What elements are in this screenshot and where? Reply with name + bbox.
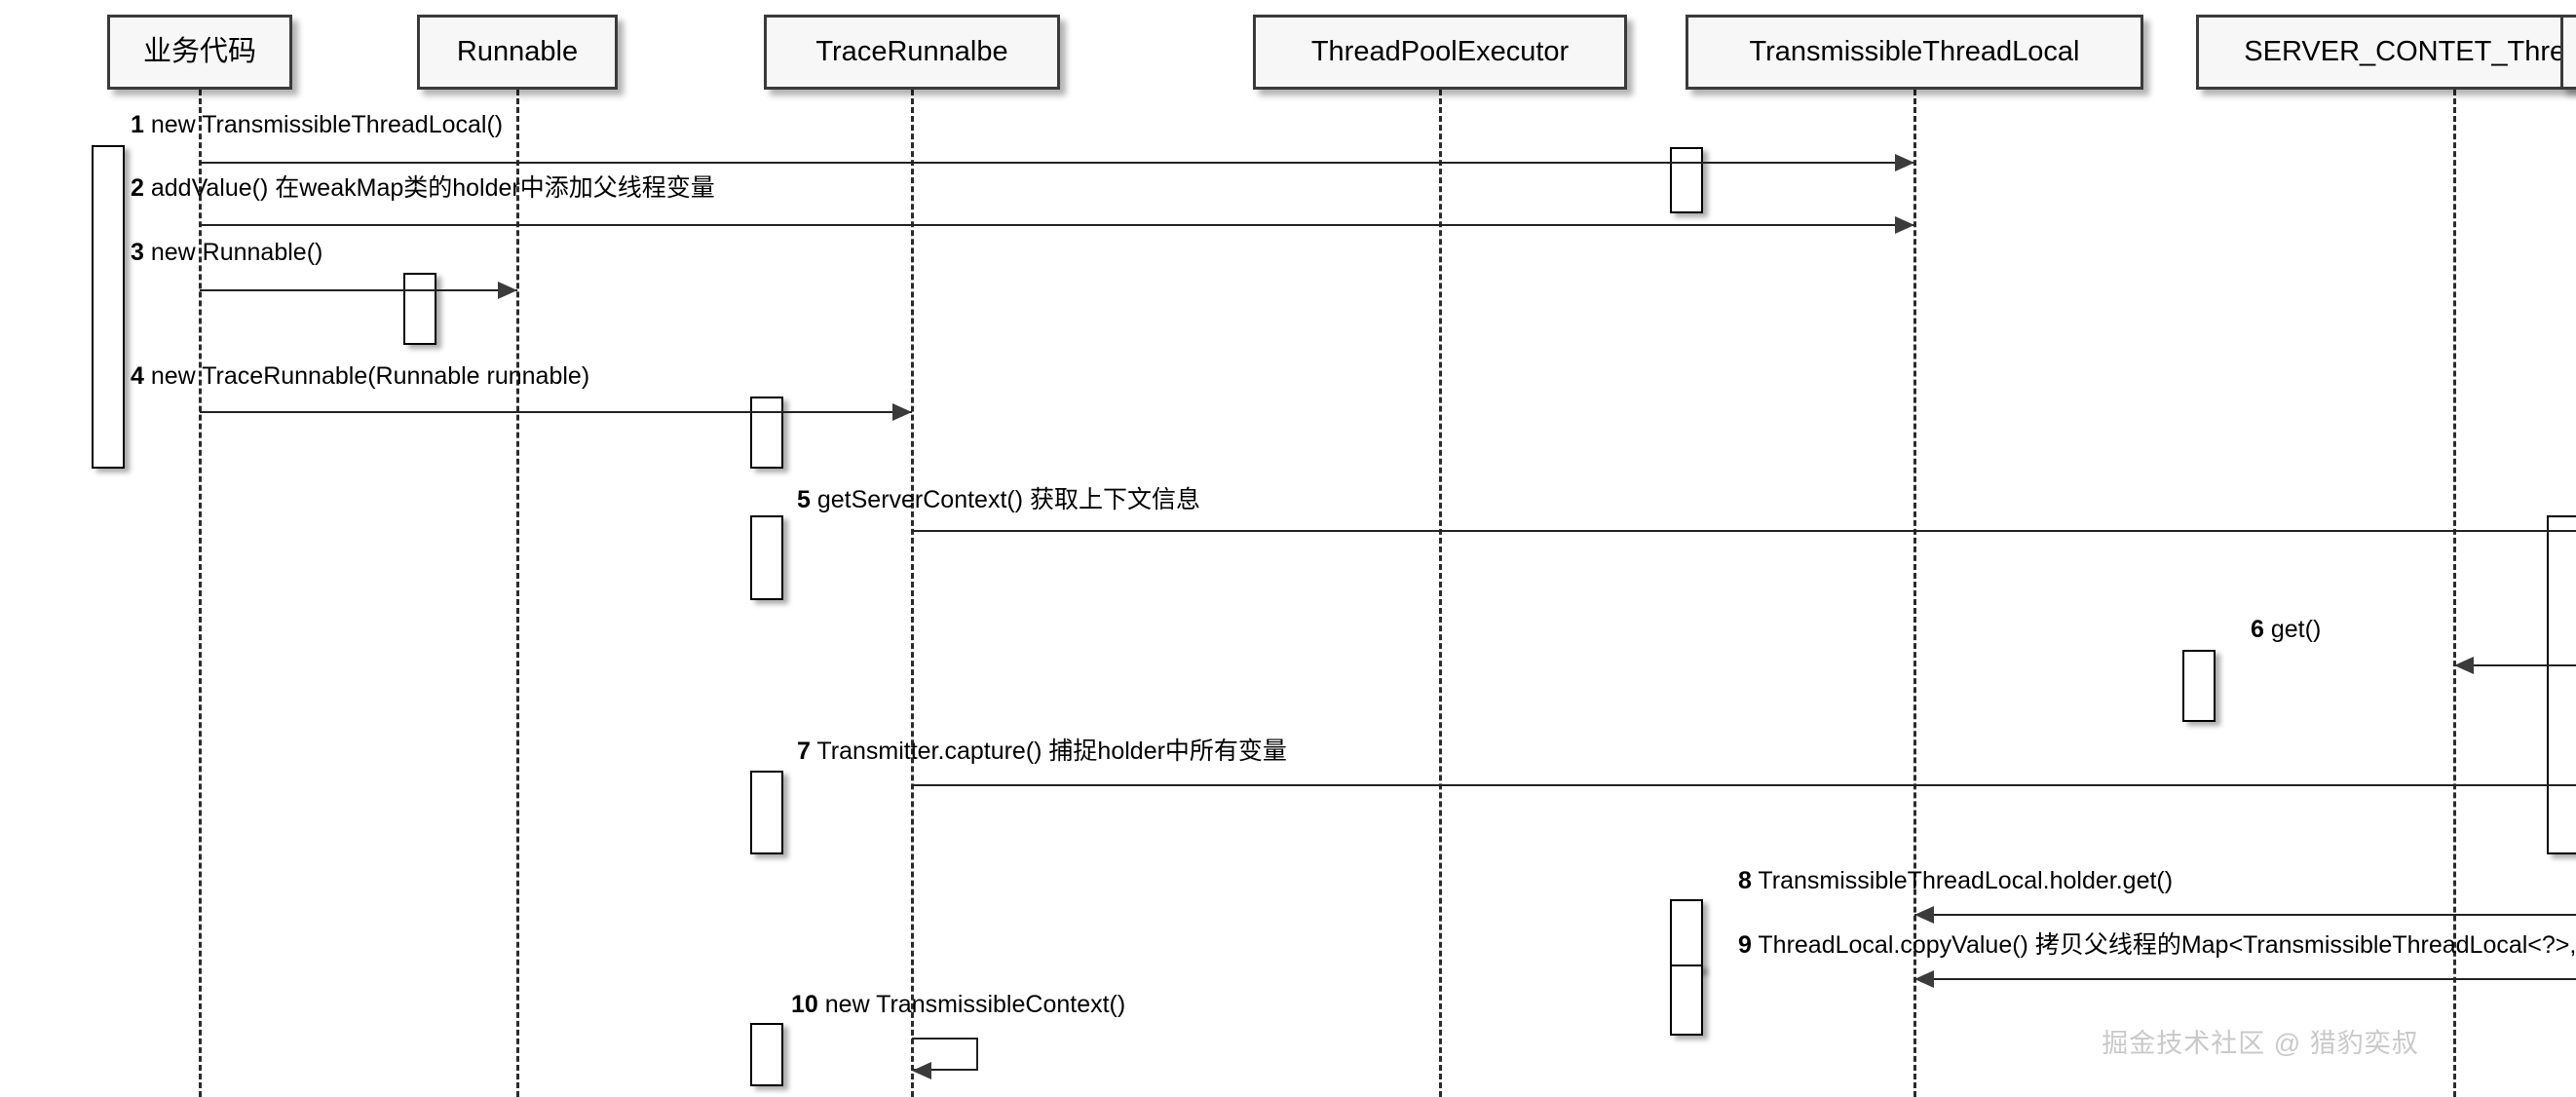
message-line-8	[1914, 914, 2576, 917]
message-label-1: 1 new TransmissibleThreadLocal()	[131, 113, 503, 137]
message-text-9: ThreadLocal.copyValue() 拷贝父线程的Map<Transm…	[1758, 931, 2576, 960]
message-text-10: new TransmissibleContext()	[824, 991, 1126, 1019]
participant-context-top[interactable]: Context	[2560, 14, 2576, 91]
message-label-10: 10 new TransmissibleContext()	[791, 993, 1125, 1017]
activation-bar-serverctx	[2182, 650, 2216, 722]
message-label-7: 7 Transmitter.capture() 捕捉holder中所有变量	[797, 739, 1287, 764]
watermark: 掘金技术社区 @ 猎豹奕叔	[2102, 1029, 2419, 1058]
arrow-head-8	[1914, 906, 1934, 925]
activation-bar-ttl	[1670, 899, 1703, 971]
message-seq-6: 6	[2251, 615, 2264, 643]
message-text-5: getServerContext() 获取上下文信息	[816, 486, 1200, 514]
arrow-head-10	[912, 1062, 931, 1080]
lifeline-runnable	[515, 90, 519, 1097]
message-line-7	[912, 784, 2576, 787]
message-seq-7: 7	[797, 738, 811, 766]
participant-business-top[interactable]: 业务代码	[107, 14, 292, 91]
participant-tracerun-top[interactable]: TraceRunnalbe	[764, 14, 1060, 91]
arrow-head-6	[2454, 656, 2474, 674]
activation-bar-tracerun	[750, 1023, 783, 1086]
message-text-2: addValue() 在weakMap类的holder中添加父线程变量	[150, 173, 715, 202]
message-seq-1: 1	[131, 111, 144, 139]
message-label-2: 2 addValue() 在weakMap类的holder中添加父线程变量	[131, 173, 715, 202]
message-label-6: 6 get()	[2251, 615, 2322, 643]
arrow-head-9	[1914, 970, 1934, 989]
message-line-1	[200, 161, 1914, 164]
arrow-head-2	[1895, 216, 1914, 235]
message-line-9	[1914, 978, 2576, 981]
lifeline-tracerun	[910, 90, 914, 1097]
message-line-6	[2454, 663, 2576, 666]
arrow-head-4	[892, 403, 912, 422]
message-seq-4: 4	[131, 362, 144, 391]
lifeline-tpe	[1438, 90, 1442, 1097]
message-line-4	[200, 411, 912, 414]
arrow-head-3	[498, 281, 517, 299]
message-seq-10: 10	[791, 991, 818, 1019]
message-line-2	[200, 224, 1914, 227]
message-text-1: new TransmissibleThreadLocal()	[150, 111, 504, 139]
participant-ttl-top[interactable]: TransmissibleThreadLocal	[1686, 14, 2143, 91]
self-message-10	[912, 1038, 978, 1072]
message-label-4: 4 new TraceRunnable(Runnable runnable)	[131, 364, 589, 389]
message-label-8: 8 TransmissibleThreadLocal.holder.get()	[1738, 866, 2174, 894]
message-label-9: 9 ThreadLocal.copyValue() 拷贝父线程的Map<Tran…	[1738, 933, 2576, 958]
participant-tpe-top[interactable]: ThreadPoolExecutor	[1253, 14, 1627, 91]
message-seq-3: 3	[131, 238, 144, 266]
message-label-3: 3 new Runnable()	[131, 238, 323, 266]
activation-bar-runnable	[403, 273, 436, 345]
message-label-5: 5 getServerContext() 获取上下文信息	[797, 488, 1200, 512]
lifeline-serverctx	[2452, 90, 2456, 1097]
message-line-3	[200, 288, 517, 291]
activation-bar-ttl	[1670, 964, 1703, 1037]
lifeline-business	[198, 90, 202, 1097]
message-text-4: new TraceRunnable(Runnable runnable)	[150, 362, 590, 391]
message-seq-9: 9	[1738, 931, 1752, 960]
message-seq-5: 5	[797, 486, 811, 514]
lifeline-ttl	[1913, 90, 1916, 1097]
message-text-7: Transmitter.capture() 捕捉holder中所有变量	[816, 738, 1287, 766]
activation-bar-ttl	[1670, 147, 1703, 214]
message-text-6: get()	[2270, 615, 2322, 643]
message-seq-8: 8	[1738, 866, 1752, 894]
activation-bar-context	[2547, 514, 2576, 855]
activation-bar-tracerun	[750, 397, 783, 469]
arrow-head-1	[1895, 153, 1914, 171]
message-text-8: TransmissibleThreadLocal.holder.get()	[1758, 866, 2174, 894]
message-seq-2: 2	[131, 173, 144, 202]
message-line-5	[912, 529, 2576, 532]
activation-bar-tracerun	[750, 770, 783, 855]
message-text-3: new Runnable()	[150, 238, 323, 266]
participant-serverctx-top[interactable]: SERVER_CONTET_ThreadLocal	[2196, 14, 2576, 91]
activation-bar-tracerun	[750, 514, 783, 600]
activation-bar-business	[92, 145, 125, 469]
participant-runnable-top[interactable]: Runnable	[417, 14, 618, 91]
